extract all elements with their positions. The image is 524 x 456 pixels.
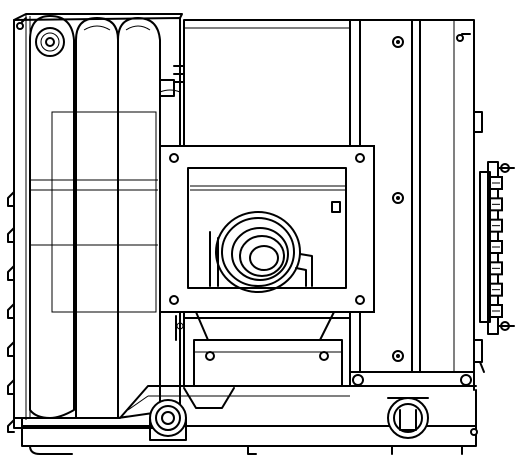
coil-spiral-icon: [209, 211, 313, 293]
pipe-fitting-icon: [149, 399, 187, 441]
coil-housing-icon: [13, 13, 183, 429]
belt-loop-icon: [29, 15, 161, 419]
drain-port-icon: [387, 397, 429, 439]
terminal-block-icon: [479, 161, 515, 335]
tray-icon: [175, 311, 351, 387]
base-frame-icon: [13, 371, 477, 455]
fin-clip-icon: [7, 191, 15, 433]
